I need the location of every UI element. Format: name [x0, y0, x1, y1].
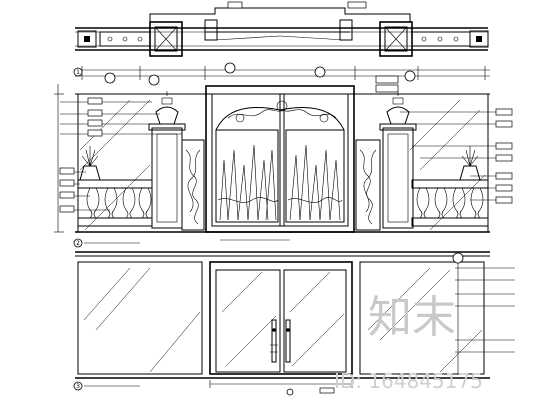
plan-section [75, 1, 489, 57]
elevation-mark-1: 1 [76, 69, 80, 76]
right-balusters [416, 187, 484, 219]
foliage-pattern [217, 144, 343, 221]
elevation-mark-2: 2 [76, 240, 80, 247]
left-balusters [86, 187, 152, 219]
elevation-mark-3: 3 [76, 383, 80, 390]
watermark-id: ID: 164845175 [334, 369, 483, 393]
watermark-logo: 知末 [368, 292, 456, 343]
watermark: 知末 ID: 164845175 [334, 292, 483, 393]
elevation-1: 1 2 [54, 62, 513, 248]
elevation-2: 3 [73, 251, 515, 396]
